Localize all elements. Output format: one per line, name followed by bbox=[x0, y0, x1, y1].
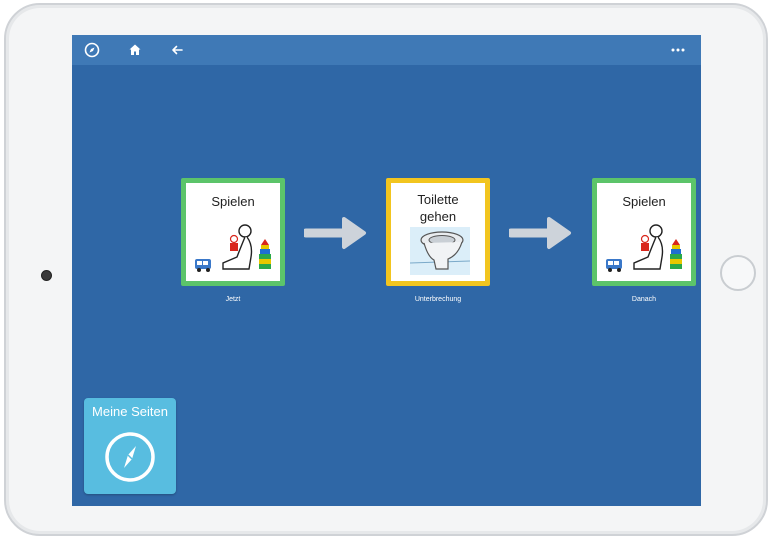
app-screen: Spielen Jetzt bbox=[72, 35, 701, 506]
toilet-icon bbox=[410, 227, 470, 275]
card-spielen[interactable]: Spielen bbox=[592, 178, 696, 286]
card-title: Spielen bbox=[622, 194, 666, 209]
meine-seiten-button[interactable]: Meine Seiten bbox=[84, 398, 176, 494]
play-icon bbox=[195, 224, 271, 272]
arrow-right-icon bbox=[304, 217, 366, 249]
compass-icon bbox=[105, 432, 155, 482]
back-arrow-icon[interactable] bbox=[168, 41, 186, 59]
card-spielen[interactable]: Spielen bbox=[181, 178, 285, 286]
card-title: Spielen bbox=[211, 194, 255, 209]
more-icon[interactable] bbox=[669, 41, 687, 59]
step-label: Danach bbox=[631, 296, 657, 303]
home-icon[interactable] bbox=[126, 41, 144, 59]
arrow-right-icon bbox=[509, 217, 571, 249]
sequence-step-now[interactable]: Spielen Jetzt bbox=[181, 178, 285, 303]
card-toilette-gehen[interactable]: Toilette gehen bbox=[386, 178, 490, 286]
step-label: Unterbrechung bbox=[414, 296, 462, 303]
meine-seiten-label: Meine Seiten bbox=[92, 404, 168, 419]
compass-icon[interactable] bbox=[83, 41, 101, 59]
home-button[interactable] bbox=[720, 255, 756, 291]
sequence-step-next[interactable]: Spielen Danach bbox=[592, 178, 696, 303]
sequence-step-interruption[interactable]: Toilette gehen Unterbrechung bbox=[386, 178, 490, 303]
play-icon bbox=[606, 224, 682, 272]
camera bbox=[41, 270, 52, 281]
card-title: Toilette gehen bbox=[417, 192, 459, 224]
step-label: Jetzt bbox=[225, 296, 241, 303]
top-toolbar bbox=[72, 35, 701, 65]
